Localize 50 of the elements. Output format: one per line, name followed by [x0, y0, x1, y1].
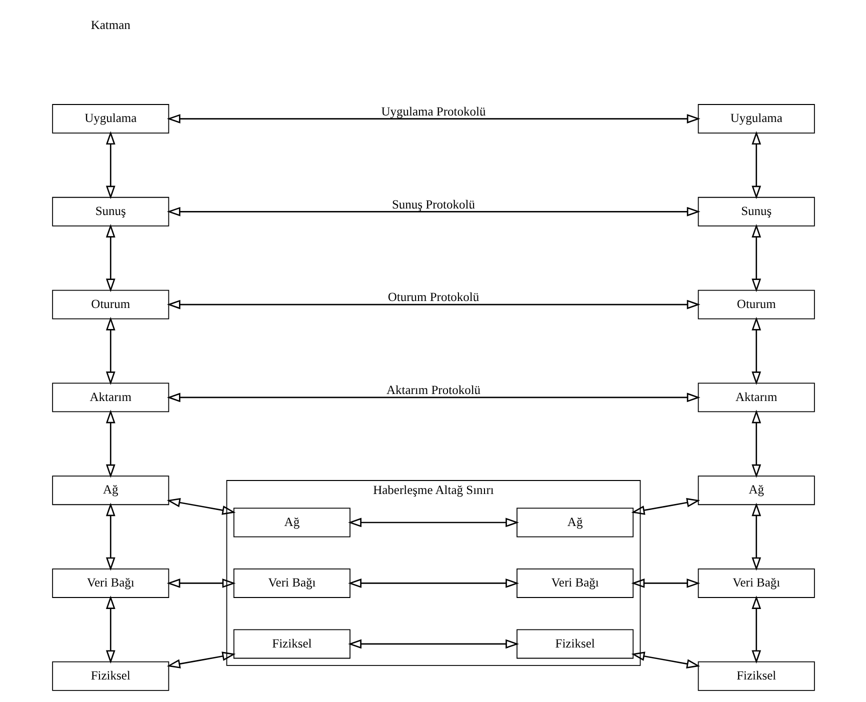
node-box: Aktarım [697, 382, 814, 412]
node-box: Veri Bağı [697, 568, 814, 598]
node-box: Uygulama [697, 104, 814, 134]
node-box: Veri Bağı [52, 568, 169, 598]
node-box: Uygulama [52, 104, 169, 134]
node-box: Ağ [52, 476, 169, 506]
arrow [751, 502, 761, 571]
arrow [166, 206, 700, 216]
arrow [166, 498, 236, 515]
node-box: Oturum [697, 290, 814, 320]
arrow [166, 392, 700, 402]
node-box: Veri Bağı [232, 568, 350, 598]
arrow [751, 316, 761, 385]
label: Katman [90, 18, 130, 32]
edge-label: Uygulama Protokolü [380, 104, 486, 118]
edge-label: Sunuş Protokolü [391, 197, 475, 212]
node-box: Sunuş [697, 196, 814, 226]
node-box: Ağ [516, 508, 634, 538]
node-box: Ağ [232, 508, 350, 538]
node-box: Fiziksel [52, 661, 169, 691]
arrow [348, 639, 518, 649]
arrow [630, 652, 700, 668]
arrow [751, 596, 761, 664]
arrow [105, 316, 115, 385]
node-box: Fiziksel [516, 629, 634, 659]
node-box: Fiziksel [232, 629, 350, 659]
node-box: Fiziksel [697, 661, 814, 691]
arrow [105, 596, 115, 664]
arrow [105, 224, 115, 292]
node-box: Sunuş [52, 196, 169, 226]
arrow [348, 518, 518, 528]
arrow [751, 410, 761, 478]
arrow [166, 652, 236, 668]
node-box: Ağ [697, 476, 814, 506]
arrow [105, 131, 115, 200]
arrow [630, 578, 700, 588]
edge-label: Aktarım Protokolü [386, 383, 480, 398]
node-box: Oturum [52, 290, 169, 320]
edge-label: Oturum Protokolü [387, 290, 479, 304]
arrow [751, 224, 761, 292]
arrow [630, 498, 700, 515]
arrow [348, 578, 518, 588]
arrow [105, 410, 115, 478]
node-box: Aktarım [52, 382, 169, 412]
arrow [105, 502, 115, 571]
arrow [166, 300, 700, 310]
arrow [166, 578, 236, 588]
arrow [751, 131, 761, 200]
node-box: Veri Bağı [516, 568, 634, 598]
arrow [166, 114, 700, 124]
